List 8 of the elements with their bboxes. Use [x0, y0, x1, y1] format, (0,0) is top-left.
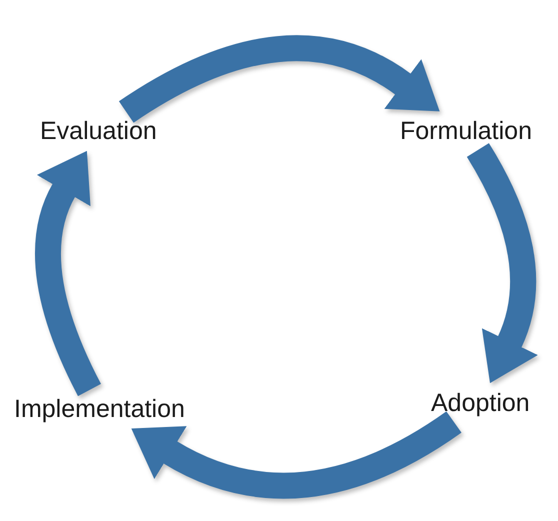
- stage-label: Formulation: [400, 116, 532, 146]
- curved-arrow: [35, 150, 102, 396]
- stage-label: Implementation: [14, 394, 185, 424]
- curved-arrow: [119, 35, 442, 123]
- curved-arrow: [466, 143, 538, 384]
- curved-arrow: [130, 411, 462, 499]
- stage-label: Evaluation: [40, 116, 157, 146]
- stage-label: Adoption: [431, 388, 530, 418]
